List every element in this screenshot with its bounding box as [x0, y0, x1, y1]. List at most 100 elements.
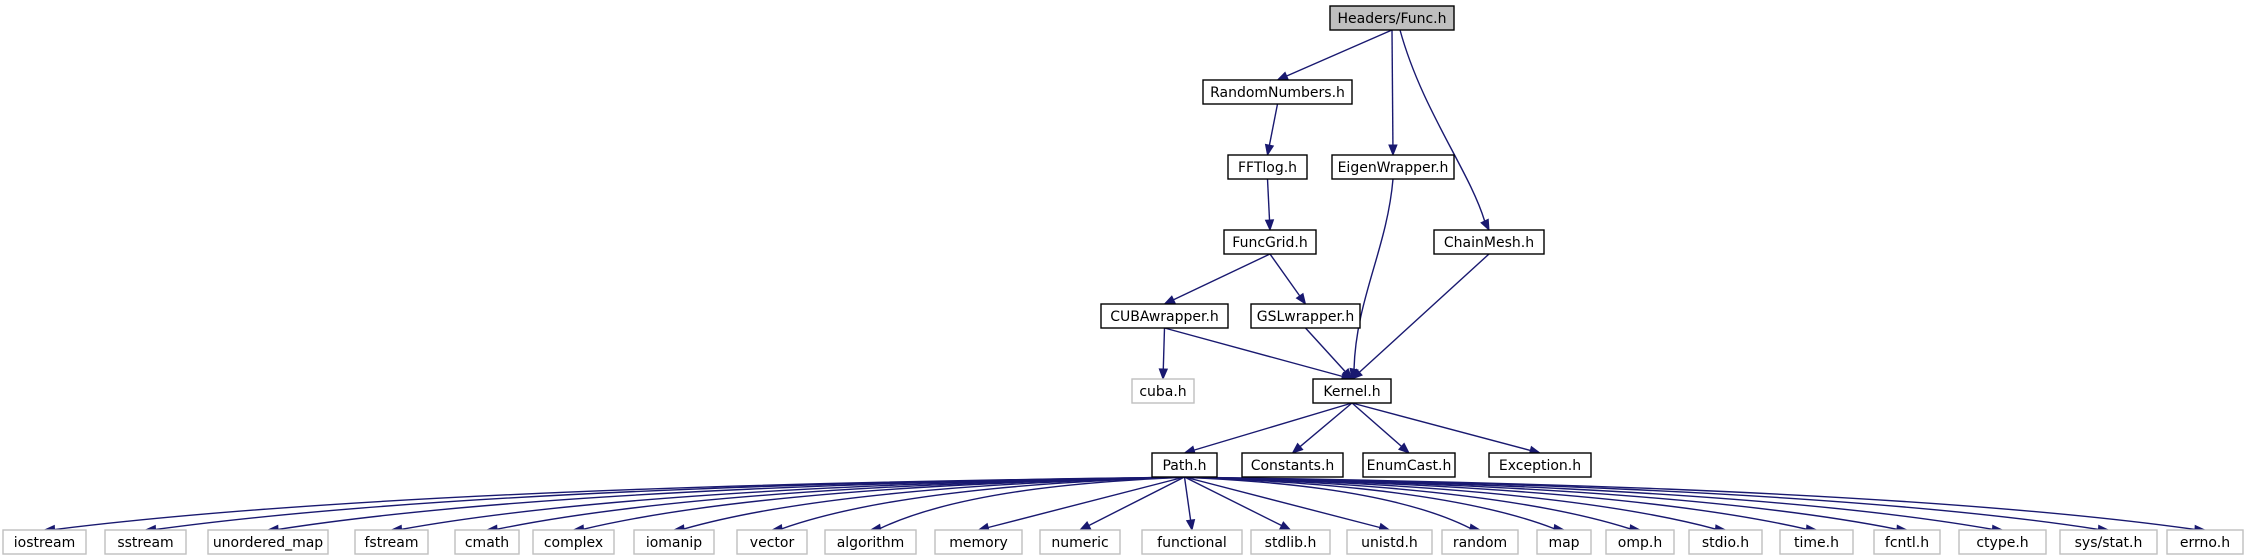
node-box-random [1441, 529, 1519, 555]
node-label-omp: omp.h [1618, 535, 1662, 551]
edge-kernel-to-constants [1299, 402, 1353, 448]
node-label-stdio: stdio.h [1702, 535, 1749, 551]
node-label-cuba-wrapper: CUBAwrapper.h [1110, 309, 1219, 325]
node-kernel[interactable]: Kernel.h [1312, 378, 1392, 404]
arrowhead-func-grid-to-cuba-wrapper [1163, 295, 1177, 305]
edge-path-to-stdlib [1184, 476, 1282, 527]
node-box-path [1151, 452, 1218, 478]
edge-kernel-to-exception [1351, 402, 1531, 452]
node-label-complex: complex [544, 535, 603, 551]
node-box-exception [1488, 452, 1592, 478]
node-box-func-grid [1223, 229, 1317, 255]
edge-kernel-to-path [1193, 402, 1353, 451]
node-box-unistd [1346, 529, 1433, 555]
node-box-omp [1605, 529, 1675, 555]
node-complex: complex [532, 529, 615, 555]
node-box-memory [934, 529, 1023, 555]
edge-gsl-wrapper-to-kernel [1304, 327, 1346, 373]
arrowhead-path-to-functional [1185, 518, 1196, 532]
node-time: time.h [1779, 529, 1854, 555]
edge-func-grid-to-gsl-wrapper [1269, 253, 1301, 297]
node-memory: memory [934, 529, 1023, 555]
edge-cuba-wrapper-to-cuba [1162, 327, 1166, 370]
node-functional: functional [1141, 529, 1243, 555]
edge-path-to-numeric [1088, 476, 1185, 527]
node-fftlog[interactable]: FFTlog.h [1227, 154, 1308, 180]
node-sstream: sstream [104, 529, 187, 555]
edge-path-to-algorithm [880, 476, 1185, 529]
node-label-fftlog: FFTlog.h [1238, 160, 1297, 176]
node-label-iostream: iostream [14, 535, 76, 551]
edge-path-to-unistd [1184, 476, 1380, 529]
node-random: random [1441, 529, 1519, 555]
arrowhead-random-numbers-to-fftlog [1264, 143, 1275, 157]
node-label-cuba: cuba.h [1139, 384, 1186, 400]
node-label-func-grid: FuncGrid.h [1232, 235, 1307, 251]
edge-cuba-wrapper-to-kernel [1164, 327, 1343, 378]
node-label-chain-mesh: ChainMesh.h [1444, 235, 1534, 251]
node-label-gsl-wrapper: GSLwrapper.h [1257, 309, 1355, 325]
node-fcntl: fcntl.h [1873, 529, 1941, 555]
node-label-vector: vector [750, 535, 795, 551]
node-label-unistd: unistd.h [1361, 535, 1418, 551]
node-box-errno [2166, 529, 2244, 555]
node-enum-cast[interactable]: EnumCast.h [1362, 452, 1456, 478]
node-unordered-map: unordered_map [207, 529, 329, 555]
node-label-functional: functional [1157, 535, 1227, 551]
arrowhead-path-to-numeric [1078, 521, 1092, 531]
node-label-fcntl: fcntl.h [1885, 535, 1929, 551]
node-box-functional [1141, 529, 1243, 555]
node-box-gsl-wrapper [1250, 303, 1361, 329]
node-label-enum-cast: EnumCast.h [1367, 458, 1452, 474]
node-label-map: map [1548, 535, 1579, 551]
node-path[interactable]: Path.h [1151, 452, 1218, 478]
arrowhead-chain-mesh-to-kernel [1351, 368, 1363, 380]
node-box-numeric [1039, 529, 1121, 555]
node-label-random: random [1453, 535, 1507, 551]
node-algorithm: algorithm [824, 529, 917, 555]
node-omp: omp.h [1605, 529, 1675, 555]
node-label-algorithm: algorithm [837, 535, 905, 551]
node-random-numbers[interactable]: RandomNumbers.h [1202, 79, 1353, 105]
edge-fftlog-to-func-grid [1266, 178, 1271, 221]
node-box-complex [532, 529, 615, 555]
node-exception[interactable]: Exception.h [1488, 452, 1592, 478]
node-cuba: cuba.h [1131, 378, 1195, 404]
node-label-ctype: ctype.h [1976, 535, 2028, 551]
node-iostream: iostream [2, 529, 87, 555]
node-map: map [1536, 529, 1592, 555]
node-label-iomanip: iomanip [646, 535, 702, 551]
node-func[interactable]: Headers/Func.h [1329, 5, 1455, 31]
node-box-cuba-wrapper [1100, 303, 1229, 329]
node-func-grid[interactable]: FuncGrid.h [1223, 229, 1317, 255]
edge-path-to-ctype [1184, 476, 1993, 531]
node-label-memory: memory [949, 535, 1008, 551]
node-cuba-wrapper[interactable]: CUBAwrapper.h [1100, 303, 1229, 329]
arrowhead-func-to-random-numbers [1276, 71, 1290, 81]
edge-path-to-functional [1183, 476, 1192, 521]
node-label-sys-stat: sys/stat.h [2075, 535, 2143, 551]
node-box-enum-cast [1362, 452, 1456, 478]
node-box-func [1329, 5, 1455, 31]
edge-path-to-memory [988, 476, 1185, 529]
node-constants[interactable]: Constants.h [1241, 452, 1344, 478]
node-label-numeric: numeric [1051, 535, 1108, 551]
edge-func-to-random-numbers [1286, 29, 1393, 77]
edge-func-to-chain-mesh [1399, 29, 1486, 222]
edge-random-numbers-to-fftlog [1268, 103, 1279, 146]
arrowhead-cuba-wrapper-to-cuba [1158, 368, 1169, 381]
node-box-map [1536, 529, 1592, 555]
node-box-iomanip [633, 529, 715, 555]
node-label-func: Headers/Func.h [1337, 11, 1446, 27]
node-eigen-wrapper[interactable]: EigenWrapper.h [1331, 154, 1455, 180]
node-box-eigen-wrapper [1331, 154, 1455, 180]
edge-path-to-unordered-map [277, 476, 1185, 531]
node-gsl-wrapper[interactable]: GSLwrapper.h [1250, 303, 1361, 329]
node-chain-mesh[interactable]: ChainMesh.h [1433, 229, 1545, 255]
node-vector: vector [736, 529, 808, 555]
node-errno: errno.h [2166, 529, 2244, 555]
node-unistd: unistd.h [1346, 529, 1433, 555]
node-label-path: Path.h [1162, 458, 1206, 474]
node-label-constants: Constants.h [1251, 458, 1335, 474]
